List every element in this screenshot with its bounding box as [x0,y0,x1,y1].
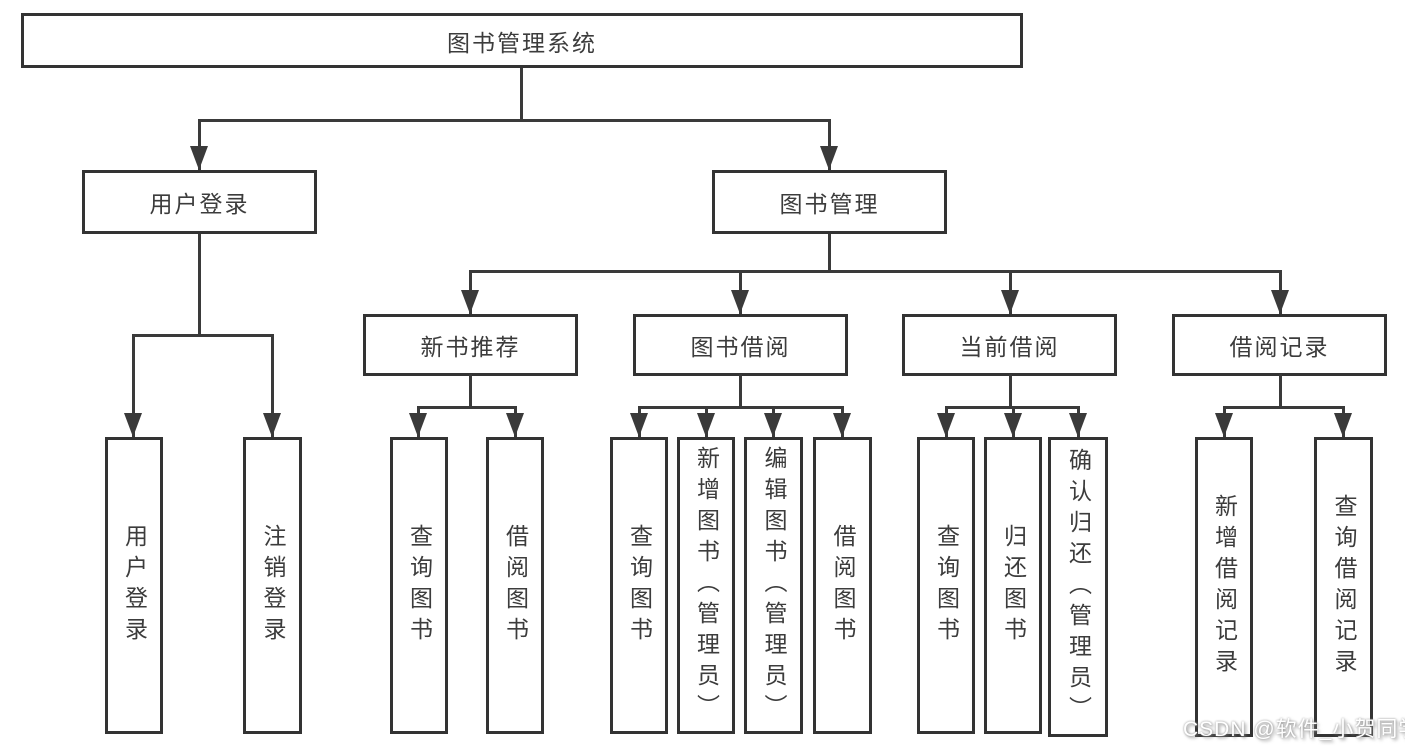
arrow-to-user-login [190,146,208,170]
connector-records-stem [1279,374,1282,409]
arrow-bb-borrow [833,413,851,437]
leaf-br-query-record: 查询借阅记录 [1314,437,1373,737]
leaf-bb-query-books: 查询图书 [610,437,668,734]
connector-root-stem [520,68,523,121]
leaf-cb-confirm-return-admin: 确认归还（管理员） [1048,437,1108,737]
arrow-cb-confirm [1069,413,1087,437]
connector-currentborrow-stem [1009,374,1012,409]
connector-bookborrow-stem [739,374,742,409]
arrow-cb-query [937,413,955,437]
arrow-nb-query [409,413,427,437]
connector-root-bar [198,119,831,122]
connector-root-drop-right [828,119,831,170]
arrow-to-book-borrow [731,290,749,314]
leaf-cb-query-books: 查询图书 [917,437,975,734]
connector-bookmgmt-stem [828,234,831,273]
connector-bookmgmt-bar [469,270,1282,273]
leaf-logout: 注销登录 [243,437,302,734]
leaf-br-add-record: 新增借阅记录 [1195,437,1253,737]
node-book-management-system: 图书管理系统 [21,13,1023,68]
arrow-to-current-borrow [1001,290,1019,314]
node-borrowing-records: 借阅记录 [1172,314,1387,376]
arrow-to-book-management [820,146,838,170]
arrow-br-add [1215,413,1233,437]
leaf-bb-borrow-books: 借阅图书 [813,437,872,734]
leaf-cb-return-books: 归还图书 [984,437,1042,734]
node-current-borrowing: 当前借阅 [902,314,1117,376]
connector-bookborrow-bar [638,406,844,409]
arrow-to-new-books [461,290,479,314]
arrow-cb-return [1004,413,1022,437]
connector-userlogin-bar [132,334,274,337]
connector-root-drop-left [198,119,201,170]
leaf-bb-add-books-admin: 新增图书（管理员） [677,437,735,734]
leaf-user-login: 用户登录 [105,437,163,734]
arrow-br-query [1334,413,1352,437]
arrow-bb-query [630,413,648,437]
leaf-bb-edit-books-admin: 编辑图书（管理员） [744,437,803,734]
arrow-to-leaf-user-login [124,413,142,437]
node-user-login: 用户登录 [82,170,317,234]
node-new-book-recommend: 新书推荐 [363,314,578,376]
arrow-nb-borrow [506,413,524,437]
connector-userlogin-drop-2 [271,334,274,437]
arrow-bb-edit [764,413,782,437]
connector-newbooks-stem [469,374,472,409]
arrow-to-borrow-records [1271,290,1289,314]
connector-newbooks-bar [417,406,517,409]
leaf-nb-borrow-books: 借阅图书 [486,437,544,734]
arrow-to-leaf-logout [263,413,281,437]
node-book-borrowing: 图书借阅 [633,314,848,376]
leaf-nb-query-books: 查询图书 [390,437,448,734]
connector-records-bar [1223,406,1345,409]
arrow-bb-add [697,413,715,437]
connector-userlogin-drop-1 [132,334,135,437]
csdn-watermark: CSDN @软件_小贺同学 [1183,718,1405,741]
node-book-management: 图书管理 [712,170,947,234]
connector-userlogin-stem [198,234,201,336]
